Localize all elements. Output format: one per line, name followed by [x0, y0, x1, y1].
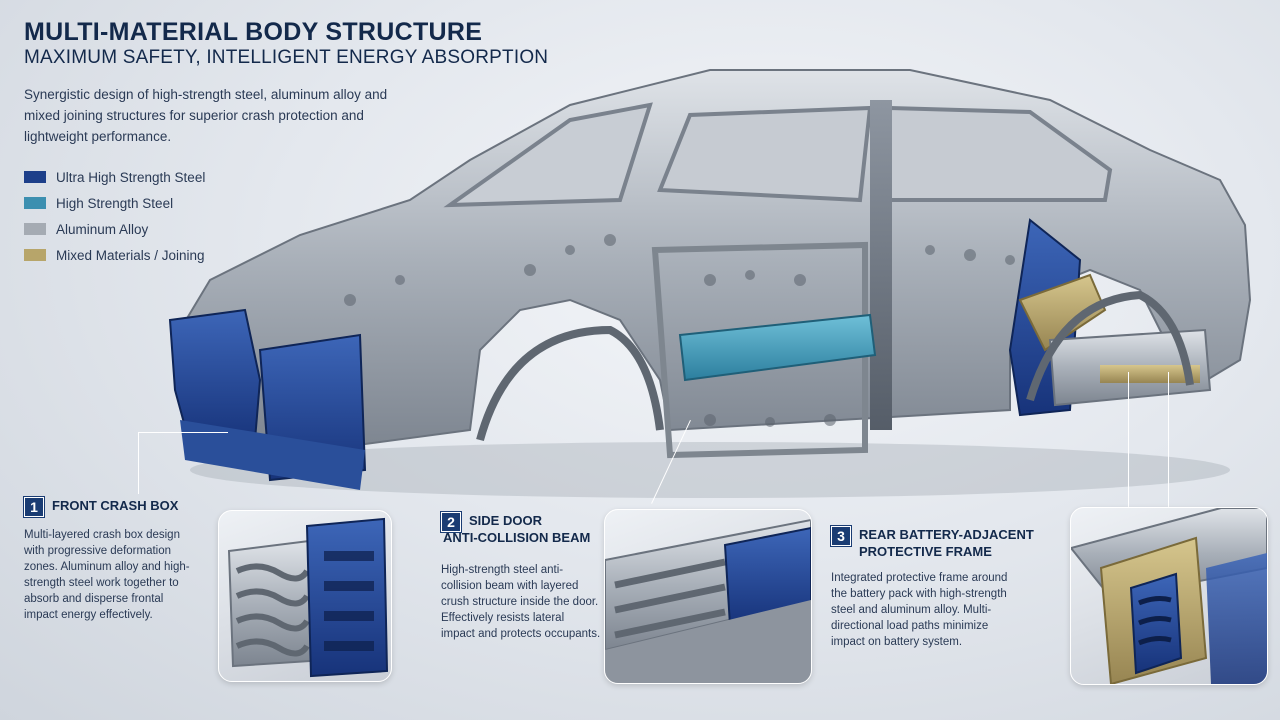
callout-2-description: High-strength steel anti-collision beam … — [441, 564, 601, 640]
legend-item-uhss: Ultra High Strength Steel — [24, 164, 205, 190]
legend-label: Ultra High Strength Steel — [56, 169, 206, 185]
legend-swatch-hss — [24, 197, 46, 209]
callout-3-title: 3 REAR BATTERY-ADJACENT PROTECTIVE FRAME — [831, 526, 1034, 560]
page-subtitle: MAXIMUM SAFETY, INTELLIGENT ENERGY ABSOR… — [24, 47, 549, 68]
callout-1-title: 1 FRONT CRASH BOX — [24, 497, 178, 517]
car-body-illustration — [168, 69, 1252, 498]
callout-heading-line1: SIDE DOOR — [469, 513, 542, 528]
page-title: MULTI-MATERIAL BODY STRUCTURE — [24, 18, 483, 46]
callout-heading-line2: ANTI-COLLISION BEAM — [443, 530, 591, 545]
rear-wheel-arch — [1026, 290, 1194, 402]
front-wheel-arch — [476, 325, 664, 442]
front-door-window — [657, 105, 873, 203]
crash-box-detail-illustration — [227, 517, 389, 678]
car-shadow — [190, 442, 1230, 498]
battery-gold-rail — [1100, 365, 1200, 383]
callout-heading: FRONT CRASH BOX — [52, 498, 179, 513]
legend-swatch-uhss — [24, 171, 46, 183]
leader-line-3 — [1128, 372, 1129, 510]
legend-label: Mixed Materials / Joining — [56, 247, 205, 263]
callout-heading-line1: REAR BATTERY-ADJACENT — [859, 527, 1034, 542]
callout-3-description: Integrated protective frame around the b… — [831, 572, 1008, 648]
leader-line-1 — [138, 432, 139, 494]
callout-2-title: 2 SIDE DOOR ANTI-COLLISION BEAM — [441, 512, 590, 546]
b-pillar — [870, 100, 892, 430]
front-crash-box-detail — [218, 510, 392, 682]
legend-swatch-mixed — [24, 249, 46, 261]
callout-number-badge: 1 — [24, 497, 44, 517]
front-bumper-beam — [180, 420, 365, 490]
legend-swatch-aluminum — [24, 223, 46, 235]
callout-number-badge: 3 — [831, 526, 851, 546]
callout-number-badge: 2 — [441, 512, 461, 532]
rear-joining-bracket — [1018, 273, 1107, 352]
door-beam-detail-illustration — [605, 518, 811, 683]
front-door-frame — [651, 241, 868, 459]
intro-text: Synergistic design of high-strength stee… — [24, 87, 388, 144]
legend-item-aluminum: Aluminum Alloy — [24, 216, 205, 242]
legend-item-hss: High Strength Steel — [24, 190, 205, 216]
callout-heading-line2: PROTECTIVE FRAME — [859, 544, 992, 559]
legend-label: Aluminum Alloy — [56, 221, 149, 237]
material-legend: Ultra High Strength Steel High Strength … — [24, 164, 205, 268]
leader-line-3b — [1168, 372, 1169, 510]
panel-holes — [344, 234, 1015, 427]
side-door-beam — [678, 313, 877, 382]
legend-label: High Strength Steel — [56, 195, 174, 211]
battery-frame-detail — [1070, 507, 1268, 685]
callout-heading-block: SIDE DOOR ANTI-COLLISION BEAM — [443, 512, 590, 546]
battery-frame-detail-illustration — [1071, 508, 1267, 684]
side-door-beam-detail — [604, 509, 812, 684]
callout-1-description: Multi-layered crash box design with prog… — [24, 529, 190, 621]
legend-item-mixed: Mixed Materials / Joining — [24, 242, 205, 268]
callout-heading-block: REAR BATTERY-ADJACENT PROTECTIVE FRAME — [859, 526, 1034, 560]
leader-line-1b — [138, 432, 228, 433]
windshield-opening — [443, 102, 653, 208]
